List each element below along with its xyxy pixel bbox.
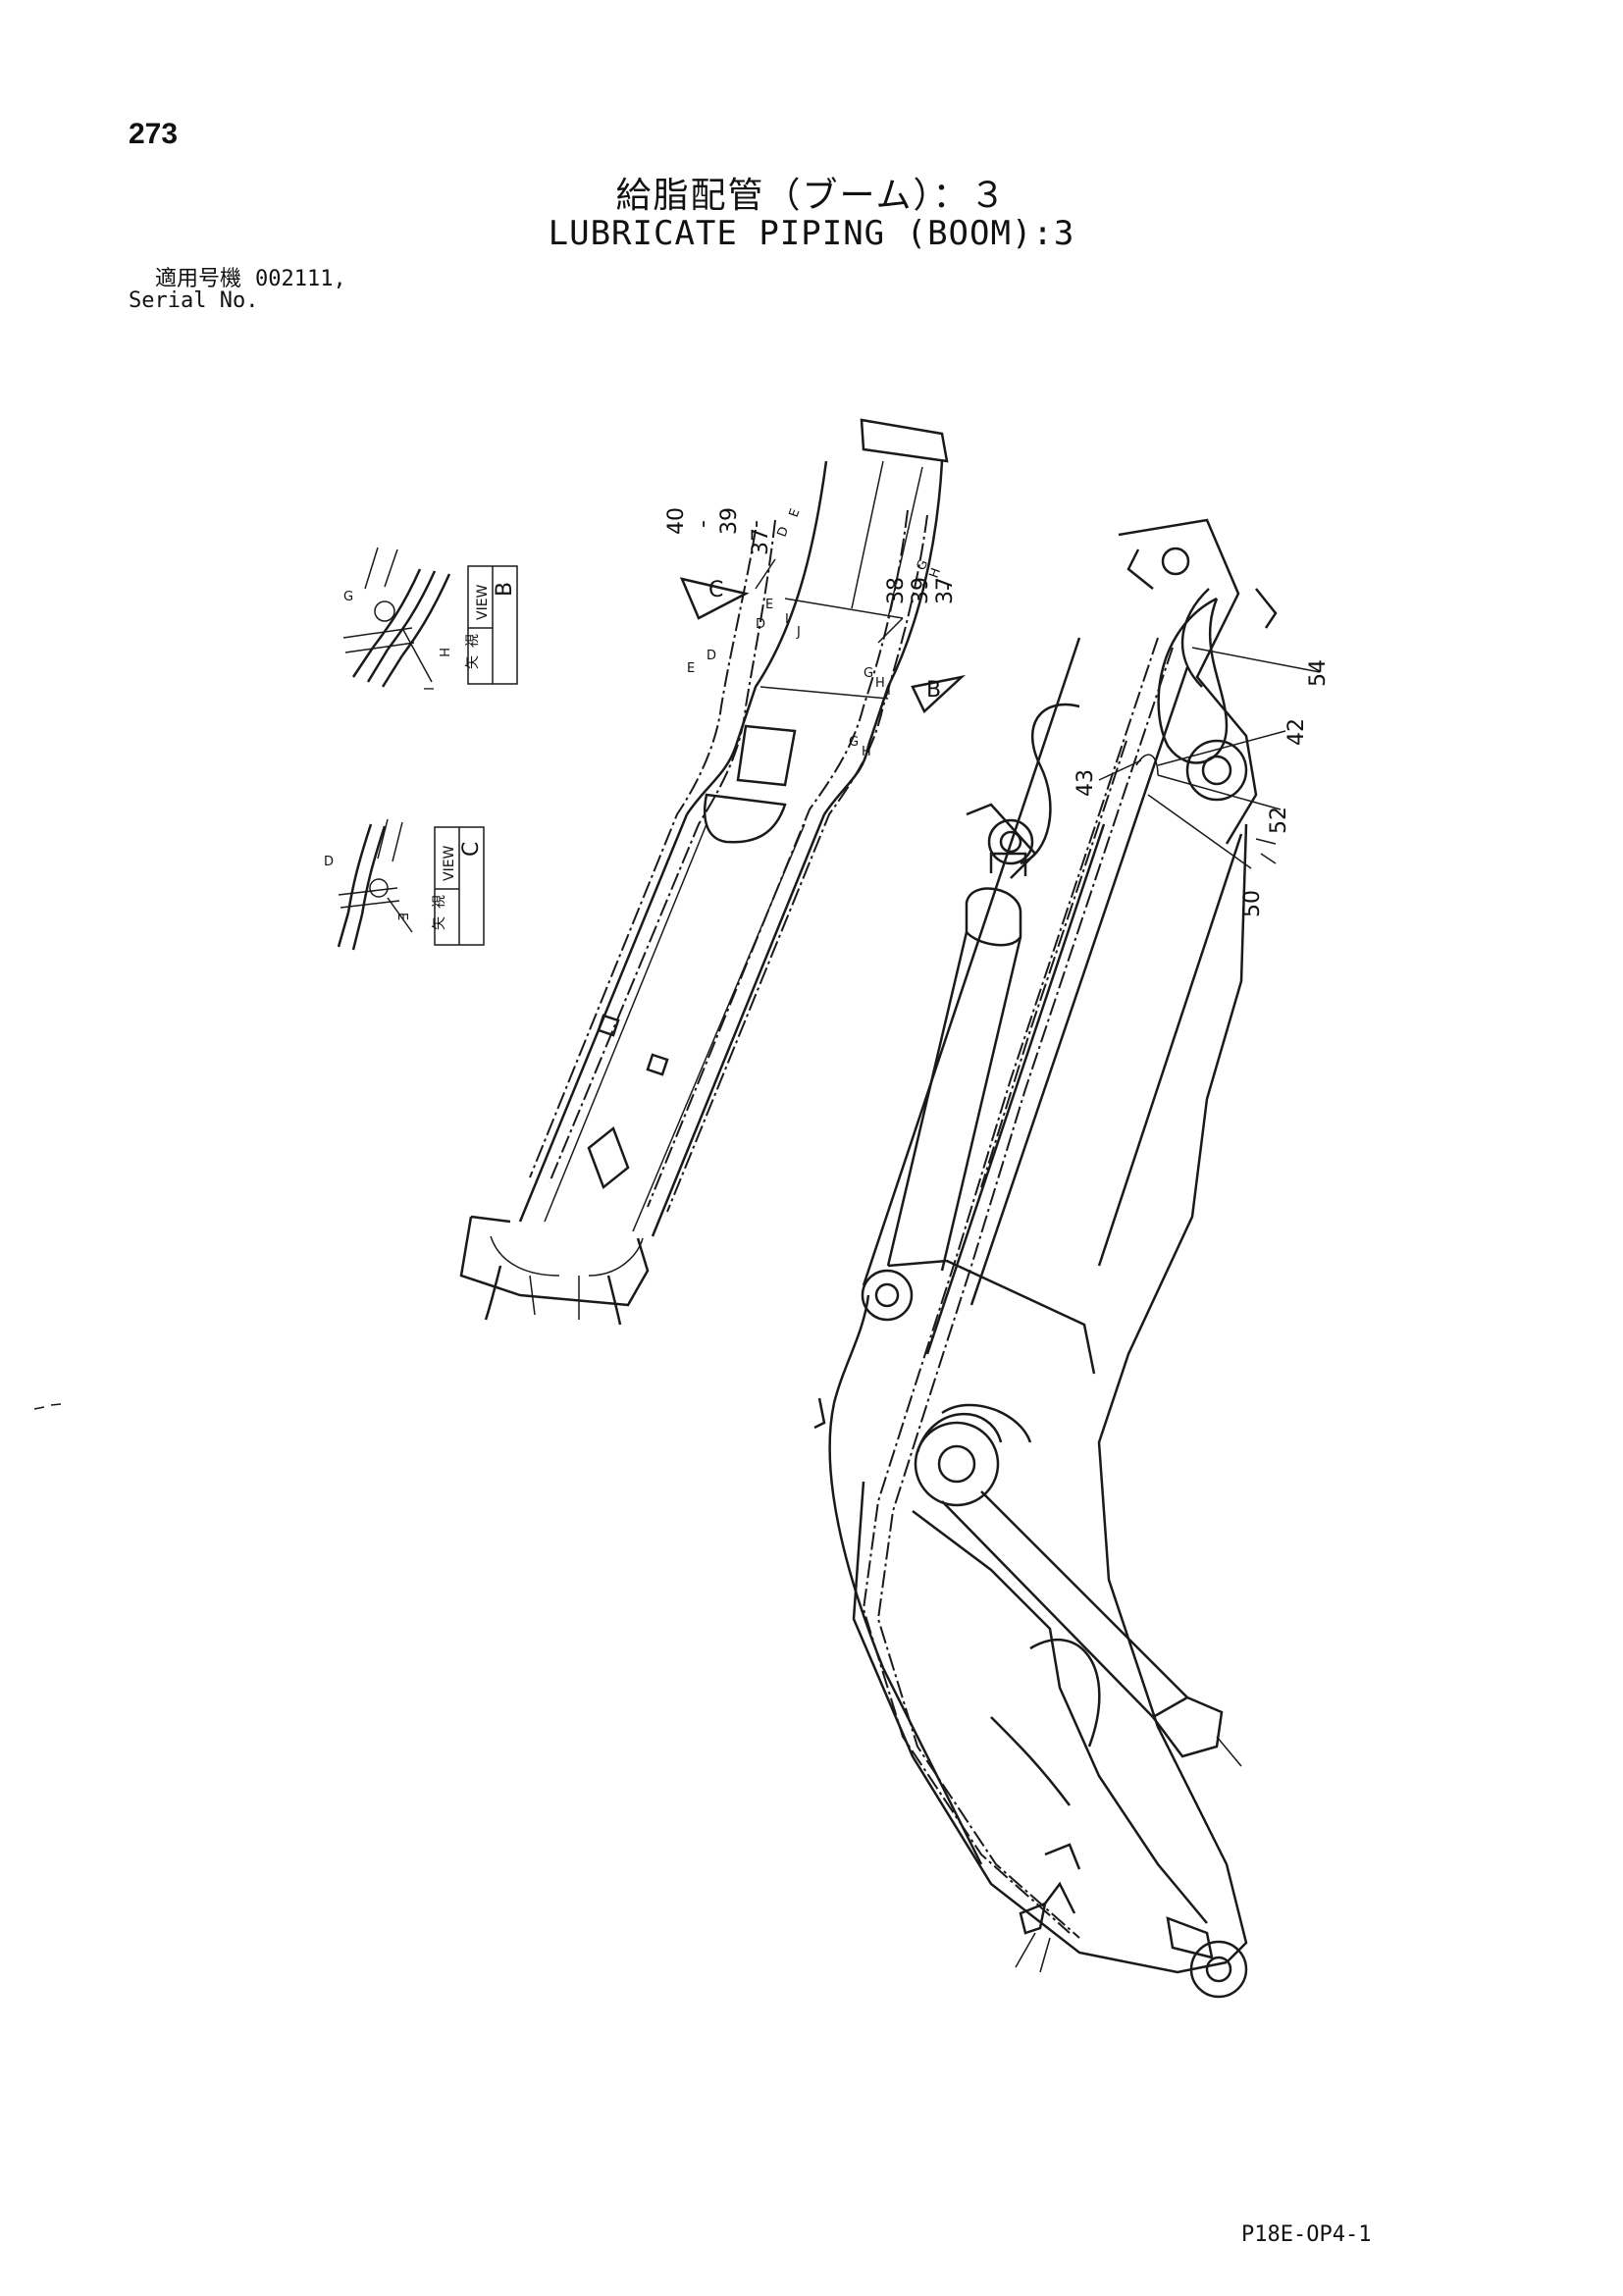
view-b-kanji-1: 矢 — [465, 655, 481, 669]
view-c-view-text: VIEW — [442, 845, 457, 881]
arm-letter-g-right-lower: G — [849, 735, 859, 750]
arm-letter-i-mid: I — [785, 612, 789, 627]
title-english: LUBRICATE PIPING (BOOM):3 — [548, 214, 1075, 253]
arm-letter-j-mid: J — [796, 625, 801, 640]
callout-dash-2: - — [744, 520, 768, 528]
arm-letter-e-top: E — [787, 507, 804, 520]
title-japanese: 給脂配管（ブーム）：３ — [615, 176, 1008, 216]
callout-37b: 37 — [933, 577, 958, 604]
callout-dash-4: - — [935, 583, 960, 591]
view-c-kanji-1: 矢 — [432, 916, 447, 930]
arm-letter-d-left: D — [756, 617, 765, 632]
callout-37: 37 — [749, 528, 773, 555]
arm-assembly: C B — [459, 418, 967, 1326]
arm-letter-e-left-lower: E — [687, 661, 695, 676]
boom-assembly — [813, 518, 1278, 1999]
serial-number: 002111, — [255, 267, 346, 291]
detail-b-letter-i: I — [420, 687, 435, 691]
serial-label-ja: 適用号機 002111, — [155, 261, 346, 292]
arm-callout-group-left: 40 - 39 - 37 — [664, 507, 773, 555]
view-c-letter: C — [459, 842, 484, 857]
arrow-c-letter: C — [708, 578, 723, 602]
arm-pipe-letters: D E G H D E E D G H I G H I J — [687, 507, 944, 759]
page-number: 273 — [129, 118, 179, 150]
stray-mark — [33, 1403, 62, 1410]
detail-b-letter-h: H — [436, 648, 450, 657]
serial-label-en: Serial No. — [129, 288, 259, 313]
arm-letter-g-top: G — [915, 558, 932, 573]
footer-code: P18E-OP4-1 — [1241, 2222, 1372, 2247]
arrow-b-marker — [911, 674, 967, 714]
detail-view-b: G H I 矢 視 VIEW B — [342, 547, 518, 691]
boom-callouts: 54 42 43 52 50 — [1073, 647, 1331, 917]
callout-43: 43 — [1073, 769, 1098, 797]
arm-letter-d-top: D — [775, 525, 793, 540]
arm-callout-group-right: 38 - 39 - 37 — [884, 577, 960, 604]
view-b-kanji-2: 視 — [465, 634, 481, 648]
arm-letter-e-left: E — [765, 598, 773, 612]
view-b-letter: B — [493, 582, 517, 597]
boom-top-hoses — [1020, 588, 1229, 865]
arrow-b-letter: B — [926, 678, 941, 703]
callout-38: 38 — [884, 577, 909, 604]
arm-letter-g-right: G — [864, 666, 873, 681]
view-b-view-text: VIEW — [475, 584, 491, 620]
arm-letter-h-right: H — [875, 676, 885, 691]
view-c-kanji-2: 視 — [432, 895, 447, 909]
callout-42: 42 — [1284, 718, 1309, 746]
callout-54: 54 — [1306, 659, 1331, 687]
arm-letter-h-right-lower: H — [862, 745, 871, 759]
callout-39: 39 — [717, 507, 742, 535]
arm-letter-h-top: H — [927, 566, 944, 580]
detail-c-letter-d: D — [324, 855, 334, 869]
arm-letter-i-right: I — [887, 684, 891, 699]
detail-c-letter-e: E — [394, 913, 409, 920]
callout-dash-3: - — [911, 583, 935, 591]
arm-letter-d-left-lower: D — [707, 649, 716, 663]
callout-39b: 39 — [909, 577, 933, 604]
callout-40: 40 — [664, 507, 689, 535]
detail-b-letter-g: G — [343, 590, 353, 604]
callout-50: 50 — [1240, 890, 1265, 917]
arrow-c-marker — [679, 577, 750, 620]
callout-52: 52 — [1267, 807, 1291, 834]
callout-dash-1: - — [691, 520, 715, 528]
serial-label-ja-text: 適用号機 — [155, 267, 242, 291]
detail-view-c: D E 矢 視 VIEW C — [324, 818, 485, 951]
